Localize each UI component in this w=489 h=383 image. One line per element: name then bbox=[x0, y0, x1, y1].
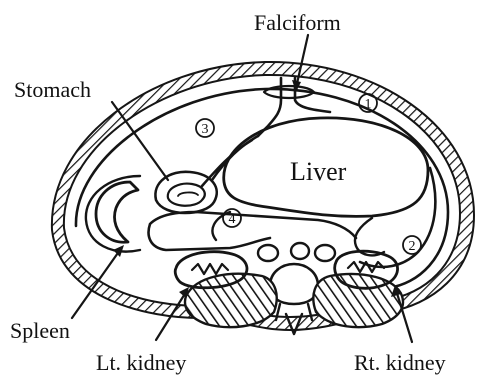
region-1-marker: 1 bbox=[359, 94, 377, 112]
lt-kidney-label: Lt. kidney bbox=[96, 350, 186, 375]
aorta bbox=[291, 243, 309, 259]
region-3-number: 3 bbox=[202, 122, 209, 137]
left-psoas-muscle bbox=[185, 274, 277, 327]
region-4-number: 4 bbox=[229, 212, 236, 227]
region-2-number: 2 bbox=[409, 239, 416, 254]
region-1-number: 1 bbox=[365, 97, 372, 112]
falciform-pointer bbox=[296, 35, 308, 88]
left-vessel bbox=[258, 245, 278, 261]
region-2-marker: 2 bbox=[403, 236, 421, 254]
stomach-label: Stomach bbox=[14, 77, 91, 102]
spleen-pointer bbox=[72, 250, 120, 318]
region-3-marker: 3 bbox=[196, 119, 214, 137]
left-kidney-calyces bbox=[192, 264, 228, 274]
region-4-marker: 4 bbox=[223, 209, 241, 227]
spleen bbox=[96, 182, 138, 242]
liver-label: Liver bbox=[290, 157, 347, 186]
stomach-inner-ring bbox=[168, 184, 205, 206]
stomach-pointer bbox=[112, 102, 168, 180]
rt-kidney-label: Rt. kidney bbox=[354, 350, 446, 375]
spleen-label: Spleen bbox=[10, 318, 70, 343]
ivc bbox=[315, 245, 335, 261]
stomach-lumen bbox=[178, 192, 198, 196]
falciform-label: Falciform bbox=[254, 10, 341, 35]
